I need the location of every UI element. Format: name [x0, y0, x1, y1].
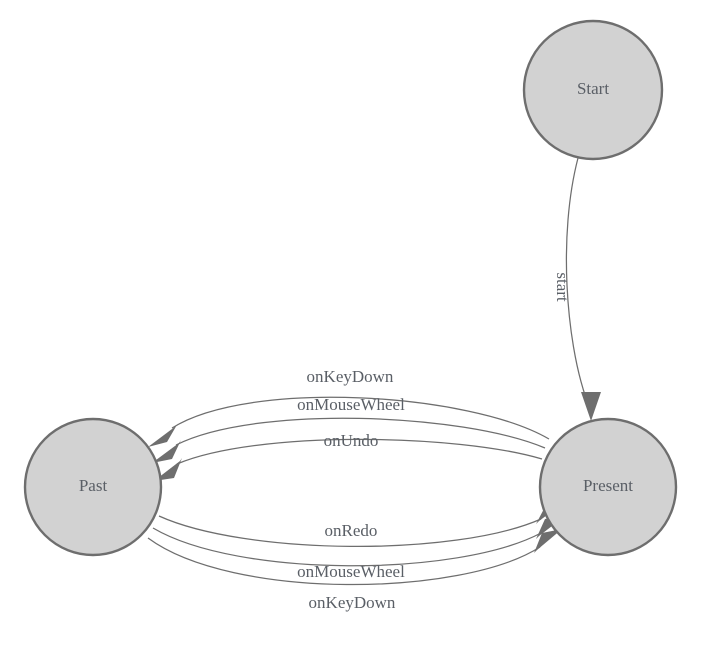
edge-present-to-past-onkeydown[interactable]: onKeyDown — [148, 367, 550, 447]
node-past[interactable]: Past — [23, 417, 163, 557]
node-start-label: Start — [577, 79, 609, 98]
node-past-label: Past — [79, 476, 108, 495]
node-past-circle — [23, 417, 163, 557]
edge-present-to-past-onundo[interactable]: onUndo — [154, 431, 543, 481]
edge-past-to-present-onredo[interactable]: onRedo — [158, 501, 566, 547]
edge-path-past-to-present-3 — [147, 537, 541, 586]
edge-past-to-present-onkeydown[interactable]: onKeyDown — [147, 529, 562, 612]
node-start[interactable]: Start — [522, 19, 664, 161]
edge-path-present-to-past-3 — [176, 438, 543, 465]
edge-present-to-past-onmousewheel[interactable]: onMouseWheel — [152, 395, 546, 463]
edge-path-past-to-present-2 — [152, 527, 542, 567]
node-present[interactable]: Present — [538, 417, 678, 557]
edge-label-past-to-present-2: onMouseWheel — [297, 562, 405, 581]
edge-path-start-to-present — [565, 157, 587, 399]
edge-path-present-to-past-2 — [175, 417, 546, 449]
edge-label-present-to-past-2: onMouseWheel — [297, 395, 405, 414]
arrowhead-start-to-present — [581, 392, 601, 421]
node-start-circle — [522, 19, 664, 161]
edge-label-past-to-present-3: onKeyDown — [309, 593, 396, 612]
arrowhead-present-to-past-2 — [152, 440, 181, 463]
edge-label-present-to-past-1: onKeyDown — [307, 367, 394, 386]
node-present-label: Present — [583, 476, 633, 495]
edge-path-present-to-past-1 — [171, 396, 550, 440]
edge-label-past-to-present-1: onRedo — [325, 521, 378, 540]
edge-start-to-present[interactable]: start — [553, 157, 601, 421]
edge-path-past-to-present-1 — [158, 515, 542, 547]
edge-label-present-to-past-3: onUndo — [324, 431, 379, 450]
node-present-circle — [538, 417, 678, 557]
arrowhead-past-to-present-3 — [534, 529, 562, 553]
arrowhead-present-to-past-3 — [154, 458, 182, 481]
edge-label-start: start — [553, 272, 572, 302]
arrowhead-present-to-past-1 — [148, 423, 178, 447]
